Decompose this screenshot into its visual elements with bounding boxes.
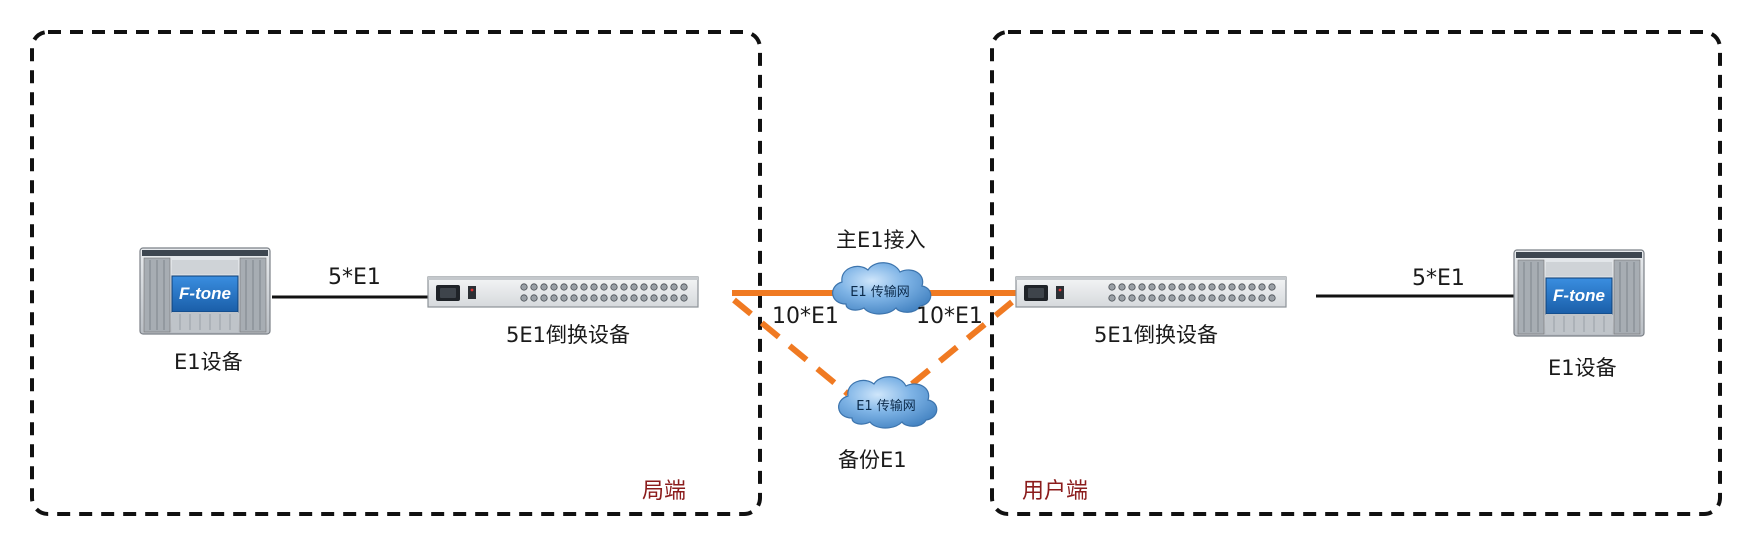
main-cloud: E1 传输网 <box>832 262 932 315</box>
left-e1-device: F-tone <box>139 247 271 335</box>
left-converter-device <box>427 276 699 308</box>
left-zone-label: 局端 <box>642 479 687 504</box>
right-link-label: 5*E1 <box>1412 266 1465 291</box>
left-zone-border <box>30 30 762 516</box>
right-brand-logo: F-tone <box>1553 286 1605 305</box>
backup-cloud-text: E1 传输网 <box>856 398 916 414</box>
backup-path-label: 备份E1 <box>838 448 907 472</box>
backup-cloud: E1 传输网 <box>838 376 938 429</box>
right-zone-border <box>990 30 1722 516</box>
right-converter-label: 5E1倒换设备 <box>1094 323 1218 347</box>
right-e1-device: F-tone <box>1513 249 1645 337</box>
left-trunk-label: 10*E1 <box>772 304 839 329</box>
backup-path-right <box>910 299 1014 387</box>
right-trunk-label: 10*E1 <box>916 304 983 329</box>
right-e1-device-label: E1设备 <box>1548 356 1617 380</box>
main-path-label: 主E1接入 <box>836 228 926 252</box>
left-brand-logo: F-tone <box>179 284 231 303</box>
left-link-label: 5*E1 <box>328 265 381 290</box>
main-cloud-text: E1 传输网 <box>850 284 910 300</box>
right-zone-label: 用户端 <box>1022 479 1089 504</box>
left-converter-label: 5E1倒换设备 <box>506 323 630 347</box>
left-e1-device-label: E1设备 <box>174 350 243 374</box>
right-converter-device <box>1015 276 1287 308</box>
backup-path-left <box>732 297 850 397</box>
